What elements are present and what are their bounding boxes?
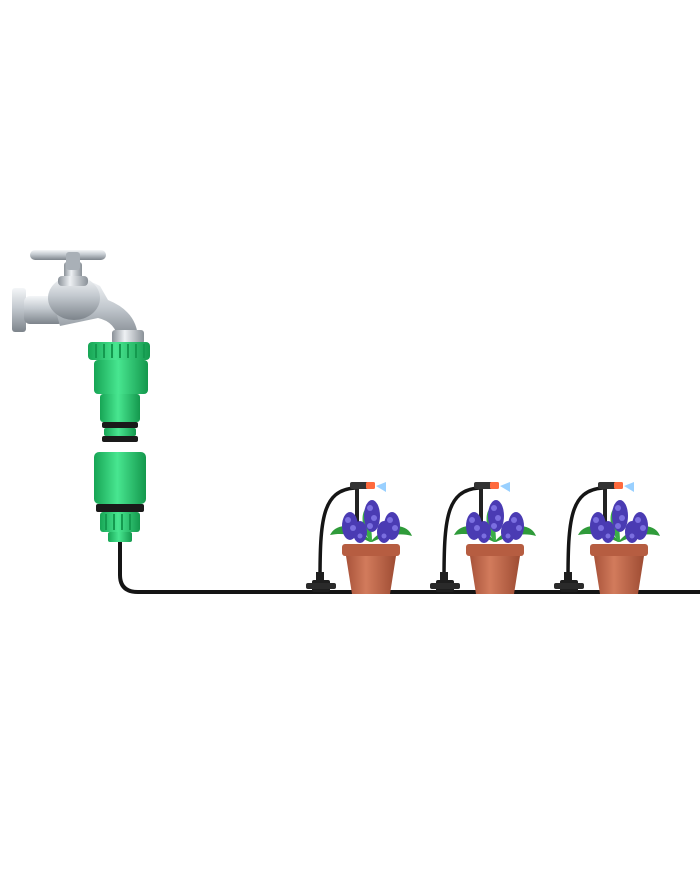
tap-icon	[12, 250, 144, 344]
flower-pot-2	[428, 480, 538, 596]
flower-pot-1	[304, 480, 414, 596]
quick-connector-icon	[88, 342, 150, 442]
hose-line	[118, 542, 700, 594]
flower-pot-3	[552, 480, 662, 596]
hose-connector-icon	[94, 452, 146, 542]
